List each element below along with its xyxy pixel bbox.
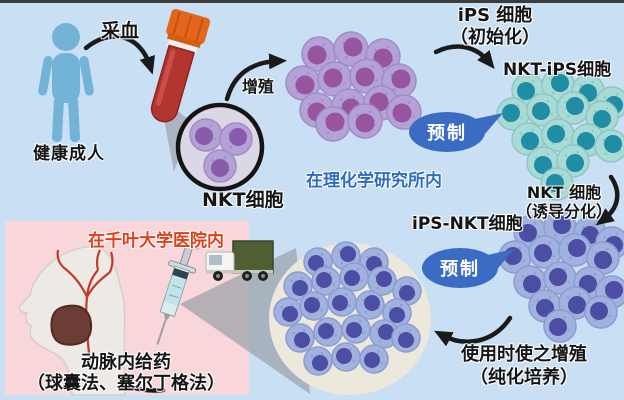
- patient-head-illustration: [18, 245, 126, 396]
- cell: [327, 287, 357, 317]
- cell: [594, 129, 624, 163]
- cell: [369, 319, 399, 349]
- cell: [301, 36, 337, 72]
- cell: [315, 106, 351, 142]
- nkt-differentiation-label: NKT 细胞 （诱导分化）: [505, 183, 623, 221]
- cell: [299, 291, 329, 321]
- cell: [283, 271, 313, 301]
- arrow-expansion: [434, 315, 513, 347]
- nkt-diff-line2: （诱导分化）: [515, 202, 612, 221]
- cell: [313, 317, 343, 347]
- administration-line1: 动脉内给药: [81, 352, 171, 373]
- cell: [273, 297, 303, 327]
- cell: [189, 118, 223, 152]
- ips-line2: （初始化）: [450, 27, 540, 48]
- healthy-adult-label: 健康成人: [33, 144, 105, 164]
- syringe-wedge: [180, 248, 310, 394]
- proliferation-label: 增殖: [242, 77, 275, 96]
- cell: [584, 295, 618, 329]
- syringe-icon: [156, 238, 200, 345]
- cell: [511, 122, 545, 156]
- truck-icon: [205, 240, 274, 281]
- cell: [543, 309, 577, 343]
- cell: [496, 97, 530, 131]
- expansion-label: 使用时使之增殖 （纯化培养）: [428, 343, 620, 389]
- cell: [331, 342, 361, 372]
- arrow-differentiation: [595, 174, 620, 226]
- tumor-illustration: [50, 304, 93, 346]
- nkt-ips-cells-label: NKT-iPS细胞: [503, 60, 612, 80]
- arrow-proliferation: [224, 53, 287, 102]
- arrow-reprogramming: [433, 44, 495, 69]
- arrow-blood-draw: [83, 34, 155, 75]
- nkt-cells-in-magnifier: [189, 118, 253, 183]
- cell: [386, 94, 422, 130]
- cell: [203, 149, 237, 183]
- cell: [285, 323, 315, 353]
- cell: [219, 122, 253, 156]
- blood-tube-icon: [150, 8, 211, 123]
- cell: [359, 344, 389, 374]
- cell: [543, 261, 577, 295]
- blood-draw-label: 采血: [101, 20, 140, 42]
- cell-cluster-nkt-ips: [496, 68, 624, 201]
- nkt-cells-label: NKT细胞: [202, 189, 284, 211]
- cell-cluster-ips-nkt: [498, 210, 624, 343]
- cell: [391, 323, 421, 353]
- cell-cluster-final-product: [273, 241, 422, 376]
- nkt-diff-line1: NKT 细胞: [526, 183, 602, 202]
- cell: [333, 31, 369, 67]
- cell: [513, 265, 547, 299]
- cell: [341, 314, 371, 344]
- premade-bubble-1-label: 预制: [427, 123, 467, 144]
- cell: [586, 241, 620, 275]
- cell: [528, 235, 562, 269]
- hospital-site-label: 在千叶大学医院内: [88, 231, 224, 251]
- premade-bubble-2-label: 预制: [440, 259, 480, 280]
- cell: [339, 262, 369, 292]
- cell: [355, 290, 385, 320]
- cell-cluster-expanded-nkt: [285, 31, 422, 142]
- riken-site-label: 在理化学研究所内: [306, 171, 442, 191]
- cell: [556, 144, 590, 178]
- ips-nkt-cells-label: iPS-NKT细胞: [412, 214, 523, 234]
- cell: [303, 346, 333, 376]
- administration-line2: （球囊法、塞尔丁格法）: [27, 373, 225, 394]
- expansion-line2: （纯化培养）: [470, 367, 578, 388]
- premade-bubble-2: [422, 248, 514, 288]
- top-border-line: [0, 0, 624, 3]
- cell: [558, 233, 592, 267]
- person-icon: [38, 23, 94, 142]
- cell: [367, 266, 397, 296]
- cell: [556, 91, 590, 125]
- premade-bubble-1: [409, 112, 503, 152]
- ips-reprogramming-label: iPS 细胞 （初始化）: [430, 5, 560, 49]
- administration-label: 动脉内给药 （球囊法、塞尔丁格法）: [0, 352, 252, 394]
- ips-line1: iPS 细胞: [457, 5, 533, 26]
- cell: [311, 266, 341, 296]
- expansion-line1: 使用时使之增殖: [461, 344, 587, 365]
- cell: [540, 167, 574, 201]
- cell: [347, 103, 383, 139]
- cell: [526, 93, 560, 127]
